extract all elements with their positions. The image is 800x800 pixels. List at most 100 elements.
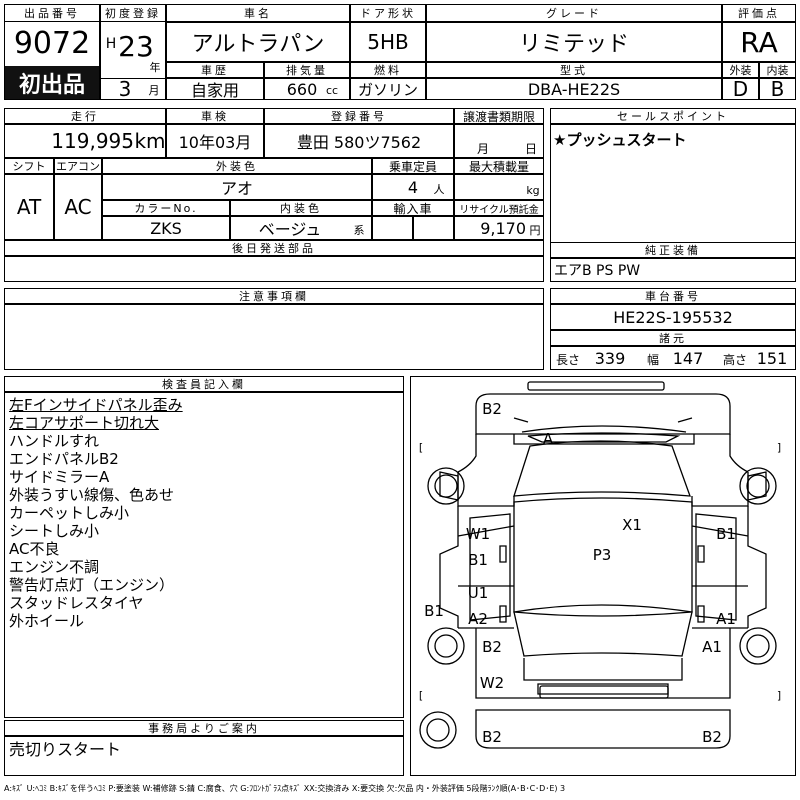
fuel-cell	[350, 78, 426, 100]
inspector-note: 外装うすい線傷、色あせ	[9, 486, 175, 504]
capacity: 4	[407, 177, 419, 197]
int-cell	[759, 78, 796, 100]
sales-point: ★プッシュスタート	[553, 130, 687, 149]
damage-mark: B2	[702, 728, 722, 746]
inspector-note: シートしみ小	[9, 522, 100, 540]
reg-label: 初度登録	[100, 4, 166, 22]
inspector-note: AC不良	[9, 540, 60, 558]
inspector-note: 左コアサポート切れ大	[9, 414, 160, 432]
sales-point-label: セールスポイント	[550, 108, 796, 124]
recycle-cell	[454, 216, 544, 240]
recycle-unit: 円	[529, 224, 541, 237]
score-cell	[722, 22, 796, 62]
office-label: 事務局よりご案内	[4, 720, 404, 736]
length-label: 長さ	[555, 352, 580, 367]
height: 151	[756, 348, 788, 368]
fuel-label: 燃料	[350, 62, 426, 78]
int-label: 内装	[759, 62, 796, 78]
interior-cell	[230, 216, 372, 240]
color-cell	[102, 174, 372, 200]
ext-label: 外装	[722, 62, 759, 78]
displacement-unit: cc	[325, 83, 339, 97]
interior-unit: 系	[353, 224, 365, 237]
inspector-notes: 左Fインサイドパネル歪み 左コアサポート切れ大 ハンドルすれ エンドパネルB2 …	[9, 396, 401, 630]
lot-number: 9072	[13, 25, 91, 61]
shift: AT	[16, 195, 42, 219]
reg-month-unit: 月	[148, 84, 160, 97]
ext-cell	[722, 78, 759, 100]
grade-label: グレード	[426, 4, 722, 22]
dims-label: 諸元	[550, 330, 796, 346]
lot-label: 出品番号	[4, 4, 100, 22]
mileage: 119,995	[51, 129, 134, 153]
import-cell-1	[372, 216, 413, 240]
history: 自家用	[190, 81, 239, 100]
ac-label: エアコン	[54, 158, 102, 174]
height-label: 高さ	[722, 352, 747, 367]
inspector-note: サイドミラーA	[9, 468, 110, 486]
colorno-label: カラーNo.	[102, 200, 230, 216]
bracket-mark: [	[418, 688, 424, 702]
office-note: 売切りスタート	[9, 740, 122, 758]
door-label: ドア形状	[350, 4, 426, 22]
inspector-note: 外ホイール	[9, 612, 85, 630]
damage-mark: W1	[466, 525, 490, 543]
inspection: 10年03月	[178, 133, 252, 152]
damage-mark: B2	[482, 400, 502, 418]
inspector-note: カーペットしみ小	[9, 504, 130, 522]
mileage-cell	[4, 124, 166, 158]
bracket-mark: ]	[776, 688, 782, 702]
legend-text: A:ｷｽﾞ U:ﾍｺﾐ B:ｷｽﾞを伴うﾍｺﾐ P:要塗装 W:補修跡 S:錆 …	[4, 783, 566, 793]
plate-cell	[264, 124, 454, 158]
inspector-label: 検査員記入欄	[4, 376, 404, 392]
recycle-label: リサイクル預託金	[454, 200, 544, 216]
history-label: 車歴	[166, 62, 264, 78]
model-label: 型式	[426, 62, 722, 78]
capacity-label: 乗車定員	[372, 158, 454, 174]
car-name: アルトラパン	[191, 32, 325, 57]
damage-mark: A1	[716, 610, 736, 628]
damage-mark: B1	[716, 525, 736, 543]
damage-mark: A1	[702, 638, 722, 656]
int-score: B	[770, 78, 785, 100]
damage-mark: P3	[592, 546, 612, 564]
chassis: HE22S-195532	[613, 307, 733, 327]
history-cell	[166, 78, 264, 100]
colorno: ZKS	[150, 218, 182, 238]
grade-cell	[426, 22, 722, 62]
notes-cell	[4, 304, 544, 370]
car-diagram	[419, 381, 777, 749]
mileage-label: 走行	[4, 108, 166, 124]
interior-label: 内装色	[230, 200, 372, 216]
shift-label: シフト	[4, 158, 54, 174]
capacity-unit: 人	[433, 183, 445, 196]
inspector-note: スタッドレスタイヤ	[9, 594, 144, 612]
import-label: 輸入車	[372, 200, 454, 216]
ac: AC	[64, 195, 92, 219]
equipment: エアB PS PW	[554, 263, 641, 279]
load-cell	[454, 174, 544, 200]
notes-label: 注意事項欄	[4, 288, 544, 304]
width: 147	[672, 348, 704, 368]
damage-mark: B2	[482, 728, 502, 746]
ext-score: D	[732, 78, 749, 100]
name-cell	[166, 22, 350, 62]
inspector-cell	[4, 392, 404, 718]
reg-era: H	[105, 36, 117, 52]
damage-mark: B2	[482, 638, 502, 656]
damage-mark: B1	[468, 551, 488, 569]
mileage-unit: km	[136, 129, 164, 153]
score-label: 評価点	[722, 4, 796, 22]
bracket-mark: [	[418, 440, 424, 454]
plate-label: 登録番号	[264, 108, 454, 124]
inspector-note: 左Fインサイドパネル歪み	[9, 396, 183, 414]
displacement-label: 排気量	[264, 62, 350, 78]
damage-mark: A2	[468, 610, 488, 628]
door-type: 5HB	[367, 30, 409, 54]
grade: リミテッド	[518, 32, 629, 57]
transfer-cell	[454, 124, 544, 158]
inspection-label: 車検	[166, 108, 264, 124]
chassis-cell	[550, 304, 796, 330]
displacement-cell	[264, 78, 350, 100]
inspector-note: ハンドルすれ	[9, 432, 100, 450]
